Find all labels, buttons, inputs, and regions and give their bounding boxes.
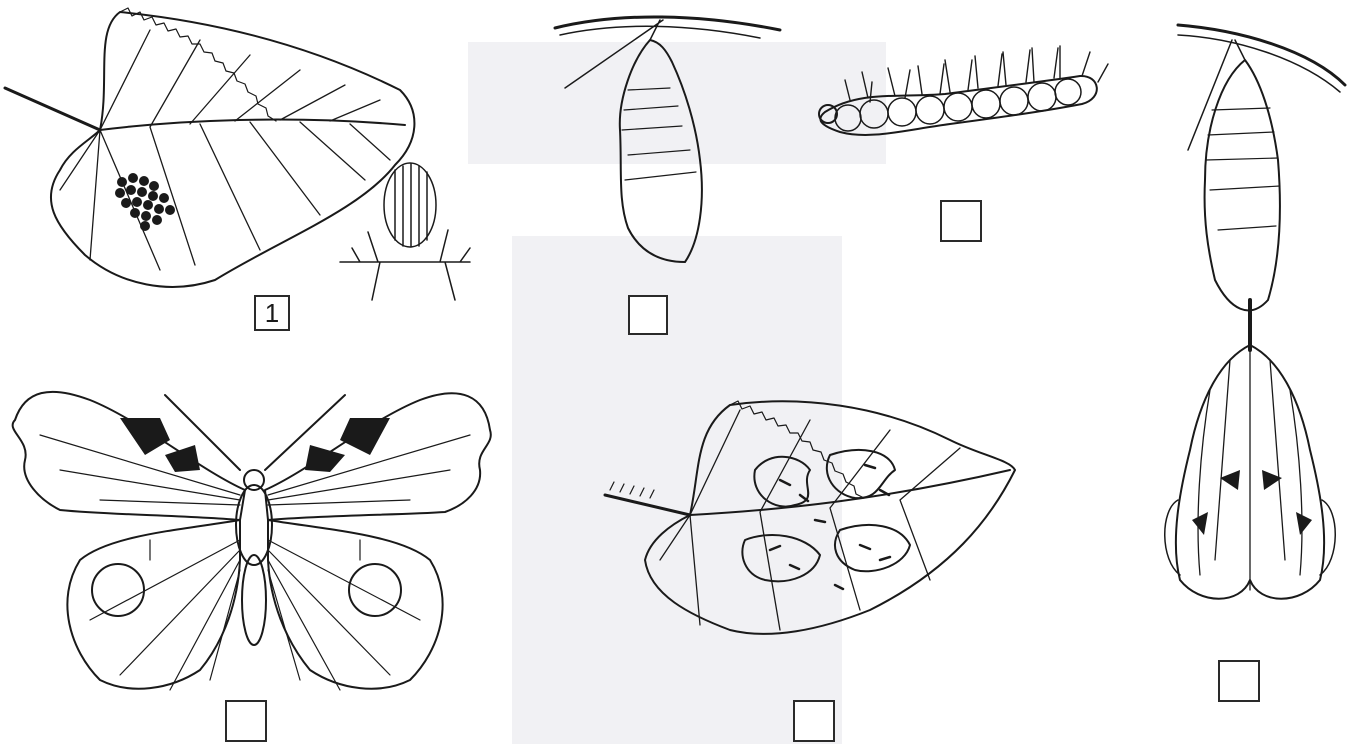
- leaf-with-eggs-illustration: [5, 8, 470, 300]
- silk-thread: [565, 20, 663, 88]
- adult-butterfly-illustration: [13, 392, 491, 690]
- pupa-illustration: [555, 17, 780, 262]
- leaf-serration: [730, 401, 864, 498]
- butterfly-head: [244, 470, 264, 490]
- leaf-stem: [5, 88, 100, 130]
- stage-number-box[interactable]: [793, 700, 835, 742]
- wing-veins: [40, 435, 470, 690]
- egg-closeup: [340, 163, 470, 300]
- leaf-veins: [60, 30, 390, 270]
- emerging-butterfly-illustration: [1165, 25, 1345, 599]
- stage-number-box[interactable]: [225, 700, 267, 742]
- stage-number-box[interactable]: [628, 295, 668, 335]
- caterpillar-illustration: [819, 46, 1108, 135]
- eaten-holes: [742, 450, 910, 581]
- butterfly-thorax: [236, 485, 272, 565]
- pupa-body: [620, 40, 702, 262]
- caterpillar-body: [820, 76, 1096, 135]
- left-eyespot: [92, 564, 144, 616]
- stage-number-box[interactable]: [1218, 660, 1260, 702]
- twig: [555, 17, 780, 30]
- leaf-outline: [51, 12, 415, 287]
- stage-number-box[interactable]: [940, 200, 982, 242]
- leaf-stem: [605, 495, 690, 515]
- leaf-midrib: [690, 470, 1010, 515]
- butterfly-abdomen: [242, 555, 266, 645]
- leaf-outline: [645, 401, 1015, 634]
- right-hindwing: [268, 520, 443, 689]
- leaf-serration: [120, 8, 276, 121]
- empty-pupa-case: [1205, 60, 1280, 310]
- forewing-black-patches: [120, 418, 390, 472]
- wing-spots: [1192, 470, 1312, 535]
- twig: [1178, 25, 1345, 85]
- eaten-leaf-illustration: [605, 401, 1015, 634]
- right-eyespot: [349, 564, 401, 616]
- stage-number-box[interactable]: 1: [254, 295, 290, 331]
- egg-cluster: [115, 173, 175, 231]
